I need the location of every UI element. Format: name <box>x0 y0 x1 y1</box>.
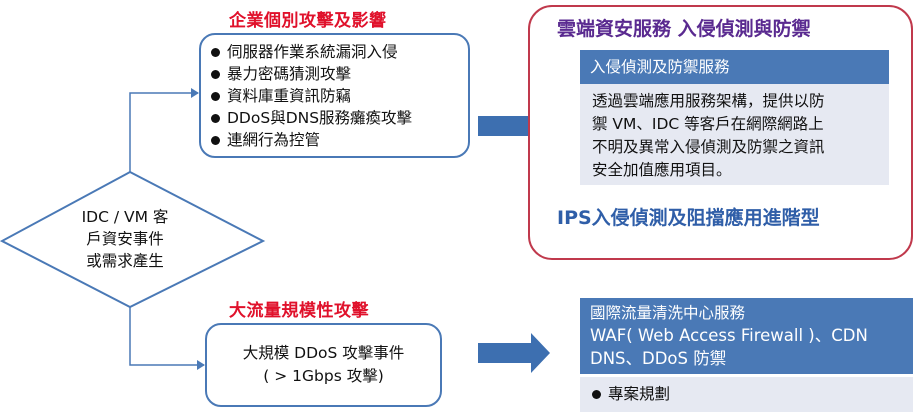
decision-text: IDC / VM 客 戶資安事件 或需求產生 <box>60 206 190 272</box>
ids-header: 入侵偵測及防禦服務 <box>580 50 889 84</box>
attack-item: 暴力密碼猜測攻擊 <box>211 63 462 85</box>
massive-attack-title: 大流量規模性攻擊 <box>229 301 369 321</box>
attack-item: 資料庫重資訊防竊 <box>211 85 462 107</box>
bullet-icon <box>211 113 220 123</box>
decision-line: 或需求產生 <box>86 252 164 270</box>
ids-description-line: 安全加值應用項目。 <box>592 161 732 179</box>
ids-description-line: 透過雲端應用服務架構，提供以防 <box>592 92 825 110</box>
ids-description-line: 不明及異常入侵偵測及防禦之資訊 <box>592 138 825 156</box>
massive-line: 大規模 DDoS 攻擊事件 <box>242 344 405 362</box>
block-arrow-bottom <box>478 333 550 373</box>
attack-item: 伺服器作業系統漏洞入侵 <box>211 41 462 63</box>
attack-item: 連網行為控管 <box>211 129 462 151</box>
bullet-icon <box>211 47 220 57</box>
ips-advanced-title: IPS入侵偵測及阻擋應用進階型 <box>557 207 820 229</box>
bullet-icon <box>592 390 601 399</box>
project-planning-box: 專案規劃 <box>580 377 913 412</box>
bullet-icon <box>211 69 220 79</box>
attack-list-box: 伺服器作業系統漏洞入侵 暴力密碼猜測攻擊 資料庫重資訊防竊 DDoS與DNS服務… <box>199 33 470 158</box>
bullet-icon <box>211 135 220 145</box>
connector-to-massive-box <box>129 307 204 366</box>
intl-title: 國際流量清洗中心服務 <box>590 304 746 322</box>
ids-description: 透過雲端應用服務架構，提供以防 禦 VM、IDC 等客戶在網際網路上 不明及異常… <box>580 84 889 185</box>
intl-ddos-line: DNS、DDoS 防禦 <box>590 349 727 368</box>
intl-scrubbing-box: 國際流量清洗中心服務 WAF( Web Access Firewall )、CD… <box>580 298 913 374</box>
ids-description-line: 禦 VM、IDC 等客戶在網際網路上 <box>592 115 824 133</box>
attack-list: 伺服器作業系統漏洞入侵 暴力密碼猜測攻擊 資料庫重資訊防竊 DDoS與DNS服務… <box>211 41 462 151</box>
cloud-security-title: 雲端資安服務 入侵偵測與防禦 <box>557 18 811 40</box>
decision-line: IDC / VM 客 <box>81 208 169 226</box>
connector-arrowhead-bottom <box>197 360 205 370</box>
connector-arrowhead-top <box>191 88 199 98</box>
massive-attack-box: 大規模 DDoS 攻擊事件 ( > 1Gbps 攻擊) <box>205 323 442 407</box>
project-planning-label: 專案規劃 <box>608 385 671 403</box>
decision-line: 戶資安事件 <box>86 230 164 248</box>
intl-waf-line: WAF( Web Access Firewall )、CDN <box>590 326 868 345</box>
massive-line: ( > 1Gbps 攻擊) <box>263 367 384 385</box>
attack-item: DDoS與DNS服務癱瘓攻擊 <box>211 107 462 129</box>
connector-to-attack-box <box>129 92 198 172</box>
enterprise-attack-title: 企業個別攻擊及影響 <box>229 11 387 31</box>
bullet-icon <box>211 91 220 101</box>
